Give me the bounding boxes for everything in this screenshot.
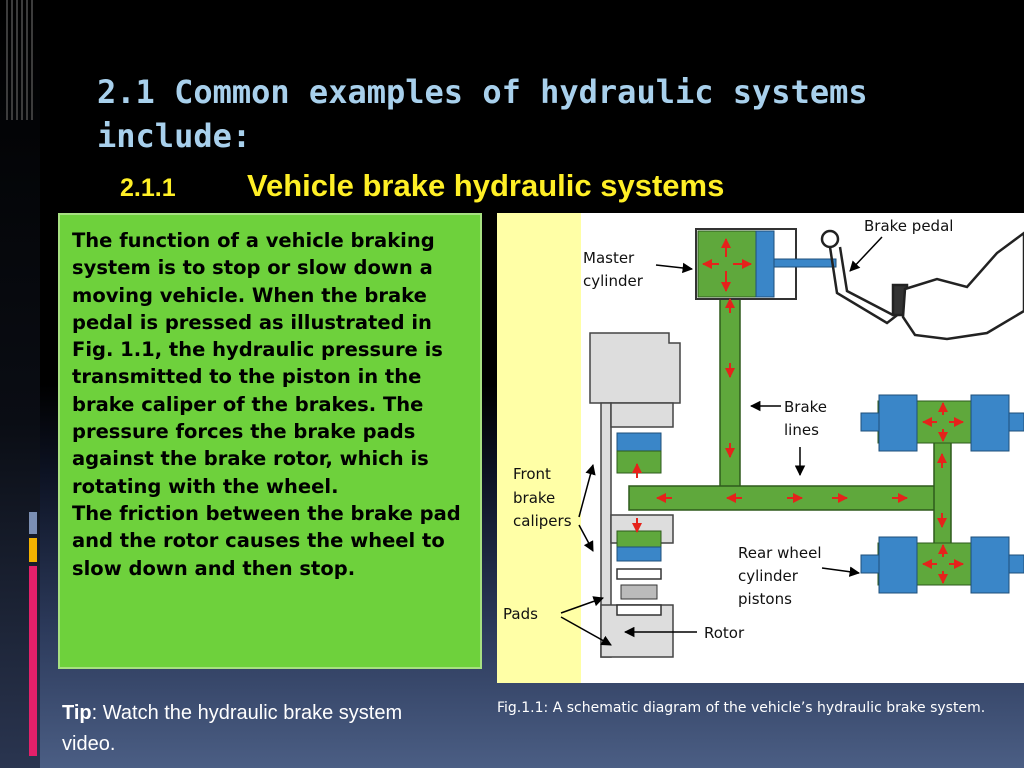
label-leader-arrows [560, 236, 883, 646]
diagram-left-band [497, 213, 581, 683]
driver-foot-icon [901, 231, 1024, 341]
pressure-arrows [632, 238, 964, 584]
label-pads: Pads [503, 605, 538, 623]
label-master-cylinder-line2: cylinder [583, 272, 644, 290]
subtitle-number: 2.1.1 [120, 174, 176, 202]
caliper-lower-piston [616, 530, 662, 562]
label-rear-pistons-line1: Rear wheel [738, 544, 822, 562]
label-rear-pistons-line2: cylinder [738, 567, 799, 585]
caliper-upper-piston [616, 432, 662, 474]
left-decorative-strip [0, 0, 40, 768]
subtitle-text: Vehicle brake hydraulic systems [247, 168, 725, 203]
label-front-calipers-line2: brake [513, 489, 555, 507]
label-brake-lines-line1: Brake [784, 398, 827, 416]
label-master-cylinder-line1: Master [583, 249, 635, 267]
accent-bar-yellow [29, 538, 37, 562]
slide-subtitle: 2.1.1 Vehicle brake hydraulic systems [120, 168, 724, 204]
slide-title: 2.1 Common examples of hydraulic systems… [97, 73, 868, 155]
brake-system-diagram: Brake pedal Master cylinder Brake lines … [497, 213, 1024, 683]
description-textbox: The function of a vehicle braking system… [58, 213, 482, 669]
label-front-calipers-line3: calipers [513, 512, 572, 530]
rear-wheel-cylinder-upper [860, 394, 1024, 452]
label-brake-pedal: Brake pedal [864, 217, 953, 235]
body-paragraph-1: The function of a vehicle braking system… [72, 229, 443, 498]
label-brake-lines-line2: lines [784, 421, 819, 439]
label-rotor: Rotor [704, 624, 745, 642]
tip-note: Tip: Watch the hydraulic brake system vi… [62, 698, 422, 760]
brake-pedal [820, 229, 909, 325]
brake-pads [616, 568, 662, 616]
tip-text: : Watch the hydraulic brake system video… [62, 702, 403, 755]
left-vertical-lines [6, 0, 36, 120]
label-rear-pistons-line3: pistons [738, 590, 792, 608]
label-front-calipers-line1: Front [513, 465, 551, 483]
body-paragraph-2: The friction between the brake pad and t… [72, 501, 461, 580]
tip-label: Tip [62, 702, 92, 724]
brake-rotor [620, 584, 658, 600]
accent-bar-red [29, 566, 37, 756]
accent-bar-blue [29, 512, 37, 534]
figure-caption: Fig.1.1: A schematic diagram of the vehi… [497, 700, 986, 716]
